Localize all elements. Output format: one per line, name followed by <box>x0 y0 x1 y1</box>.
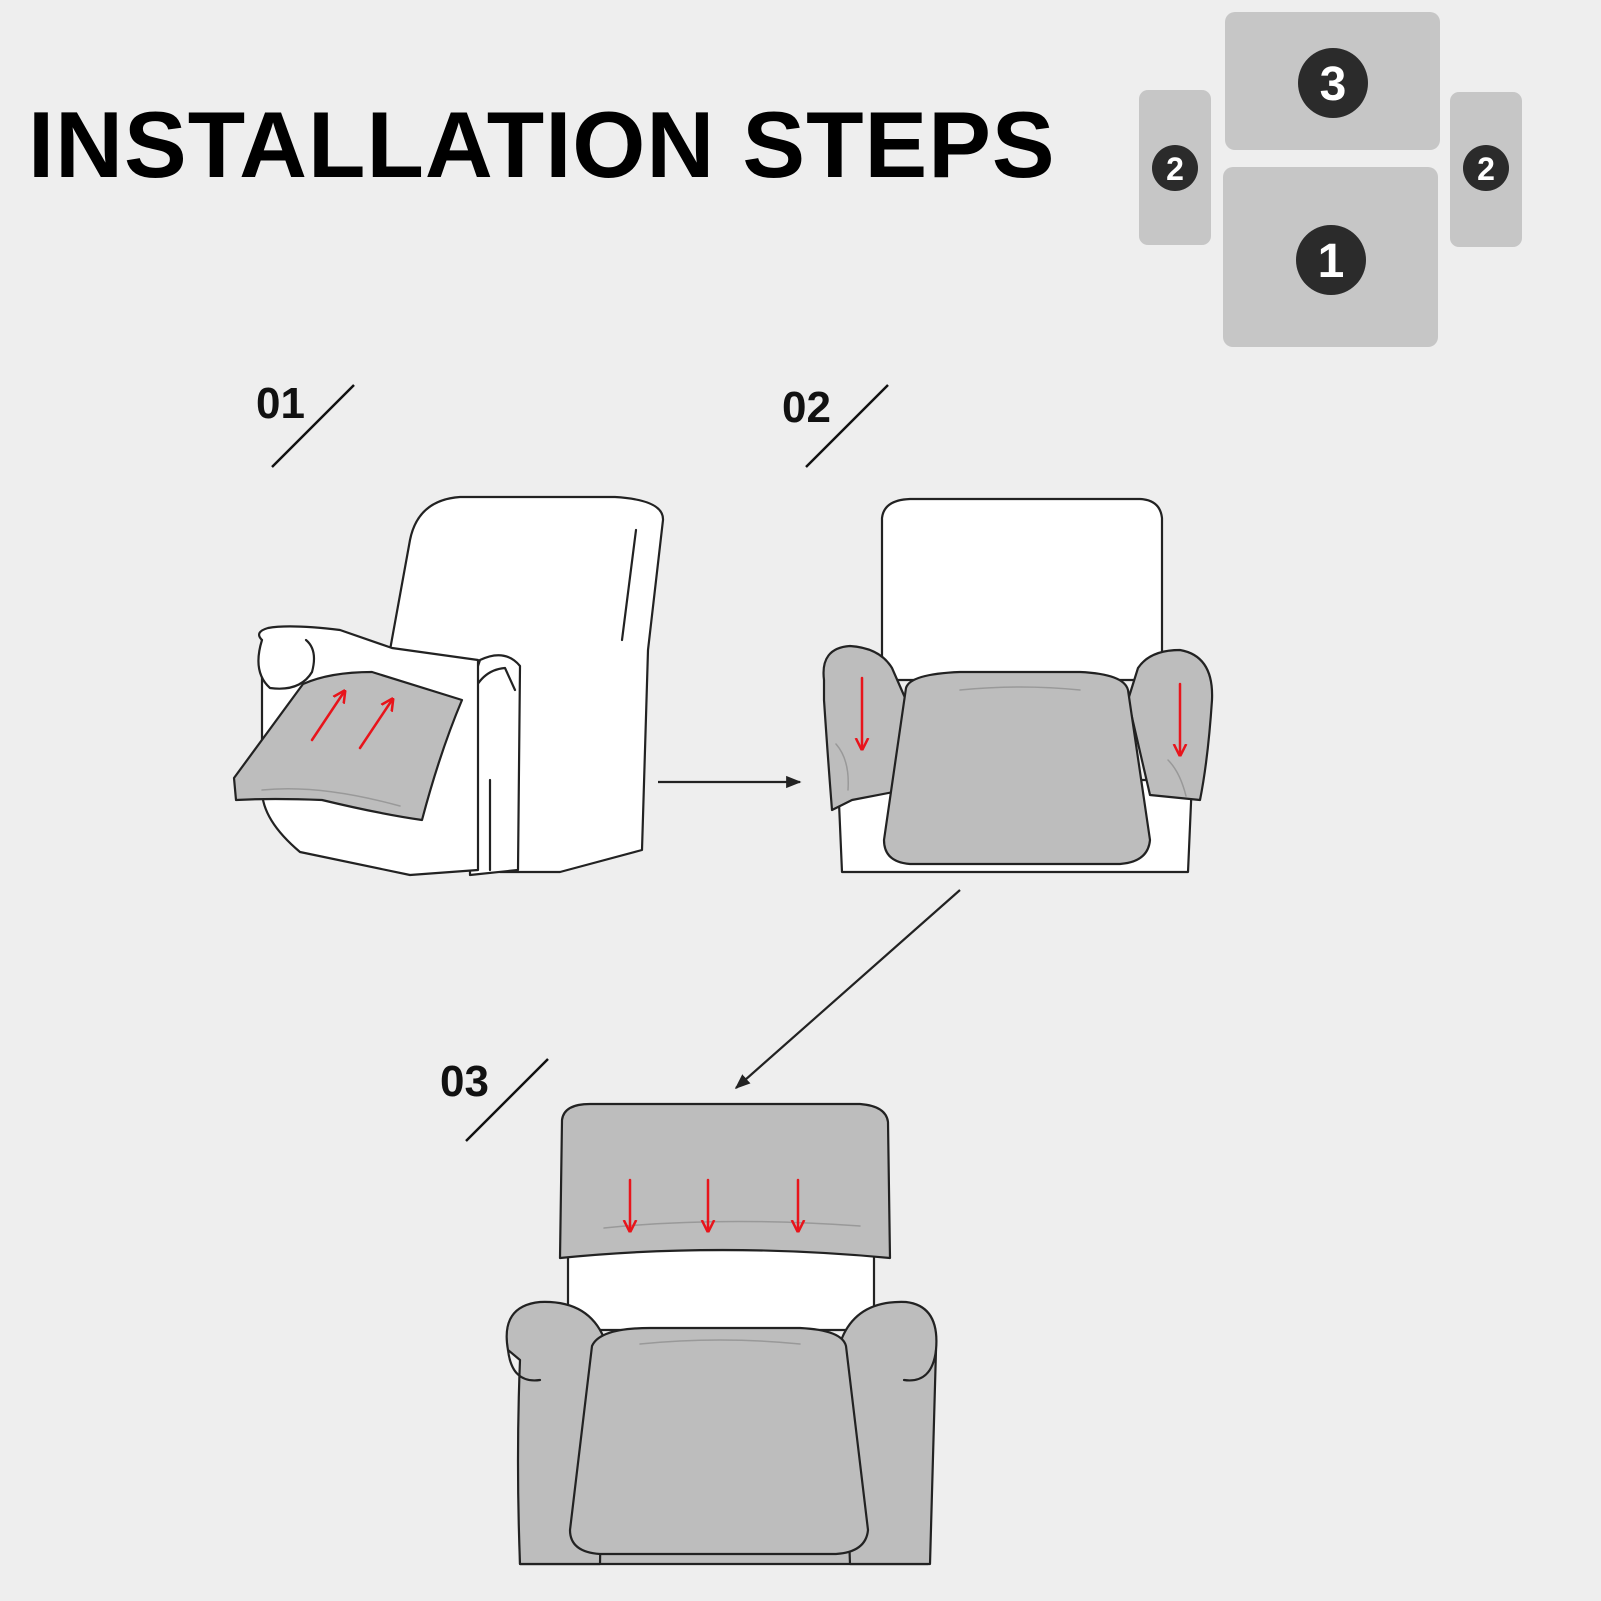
page-title: INSTALLATION STEPS <box>28 92 1056 197</box>
step-01-red-arrow-1 <box>310 692 344 742</box>
badge-2-left-icon <box>1152 145 1198 191</box>
piece-arm-right-badge: 2 <box>1477 151 1495 187</box>
piece-arm-left-badge: 2 <box>1166 151 1184 187</box>
step-03-slash <box>465 1058 549 1142</box>
piece-back: 3 <box>1225 12 1440 150</box>
step-02-recliner <box>822 497 1214 874</box>
flow-arrow-2-to-3 <box>734 889 961 1090</box>
cover-pieces-guide: 3 2 1 2 <box>1139 12 1522 347</box>
badge-1-icon <box>1296 225 1366 295</box>
step-label-01: 01 <box>256 379 355 468</box>
step-01-seat-cover <box>232 670 464 822</box>
piece-arm-right: 2 <box>1450 92 1522 247</box>
step-01-recliner <box>232 495 665 877</box>
step-03-back-cover <box>558 1102 892 1260</box>
piece-arm-left: 2 <box>1139 90 1211 245</box>
badge-2-right-icon <box>1463 145 1509 191</box>
step-03-number: 03 <box>440 1057 489 1106</box>
step-01-red-arrow-2 <box>358 700 392 750</box>
step-02-slash <box>805 384 889 468</box>
step-label-03: 03 <box>440 1057 549 1142</box>
badge-3-icon <box>1298 48 1368 118</box>
step-01-slash <box>271 384 355 468</box>
step-02-number: 02 <box>782 383 831 432</box>
step-03-seat-cover <box>568 1326 870 1556</box>
step-01-number: 01 <box>256 379 305 428</box>
step-02-right-arm-cover <box>1126 648 1214 802</box>
step-02-left-arm-cover <box>822 644 908 812</box>
piece-back-badge: 3 <box>1320 58 1347 111</box>
step-label-02: 02 <box>782 383 889 468</box>
step-02-seat-cover <box>882 670 1152 866</box>
step-03-recliner <box>505 1102 938 1566</box>
piece-seat-badge: 1 <box>1318 235 1345 288</box>
piece-seat: 1 <box>1223 167 1438 347</box>
step-03-right-arm-cover <box>840 1300 938 1566</box>
